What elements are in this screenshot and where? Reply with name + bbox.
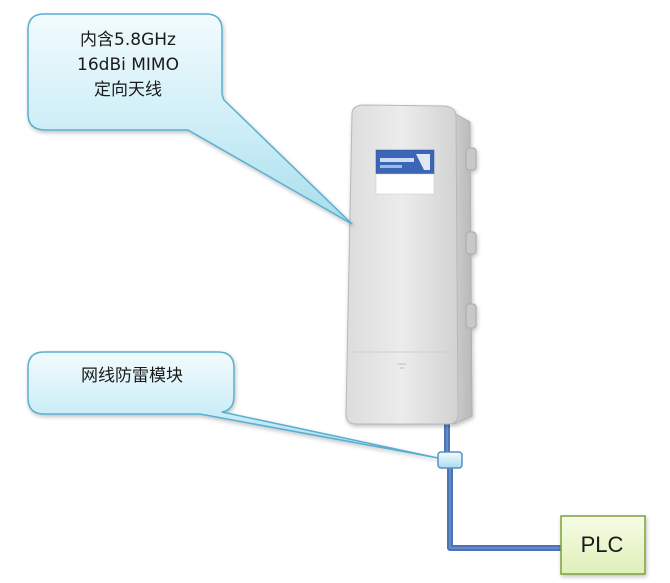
callout-antenna-line-1: 内含5.8GHz — [80, 30, 176, 50]
callout-surge-label: 网线防雷模块 — [81, 366, 183, 386]
ethernet-cable — [444, 420, 562, 551]
plc-box — [560, 515, 646, 575]
callout-antenna-text: 内含5.8GHz 16dBi MIMO 定向天线 — [40, 28, 216, 103]
callout-antenna-line-3: 定向天线 — [94, 80, 162, 100]
surge-protector-module-icon — [437, 451, 463, 469]
outdoor-wireless-ap-icon — [345, 104, 477, 425]
callout-surge-text: 网线防雷模块 — [44, 364, 220, 389]
callout-antenna — [27, 13, 353, 225]
plc-label: PLC — [580, 532, 624, 557]
callout-antenna-line-2: 16dBi MIMO — [77, 55, 179, 75]
